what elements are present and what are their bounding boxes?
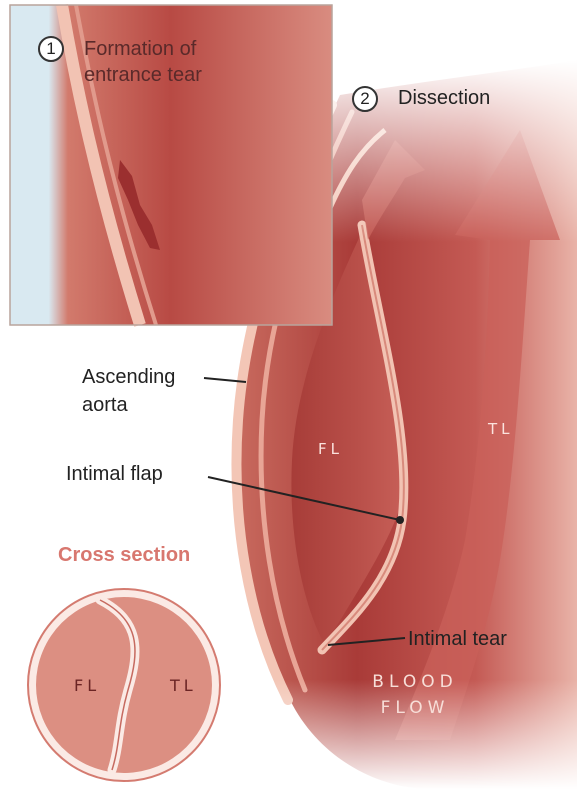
blood-flow-line-2: FLOW: [360, 696, 470, 720]
cross-section-title: Cross section: [58, 544, 190, 567]
step-2-title: Dissection: [398, 86, 490, 110]
cross-section-fl-label: FL: [74, 676, 100, 695]
cross-section-tl-label: TL: [170, 676, 197, 695]
step-1-badge: 1: [38, 36, 64, 62]
step-2-badge: 2: [352, 86, 378, 112]
intimal-flap-dot: [396, 516, 404, 524]
blood-flow-line-1: BLOOD: [360, 670, 470, 694]
step-1-title-line-1: Formation of: [84, 37, 196, 61]
ascending-aorta-label-line-1: Ascending: [82, 365, 175, 389]
step-1-title-line-2: entrance tear: [84, 63, 202, 87]
true-lumen-label: TL: [488, 420, 514, 438]
false-lumen-label: FL: [318, 440, 343, 458]
ascending-aorta-label-line-2: aorta: [82, 393, 128, 417]
intimal-flap-label: Intimal flap: [66, 462, 163, 486]
intimal-tear-label: Intimal tear: [408, 627, 507, 651]
